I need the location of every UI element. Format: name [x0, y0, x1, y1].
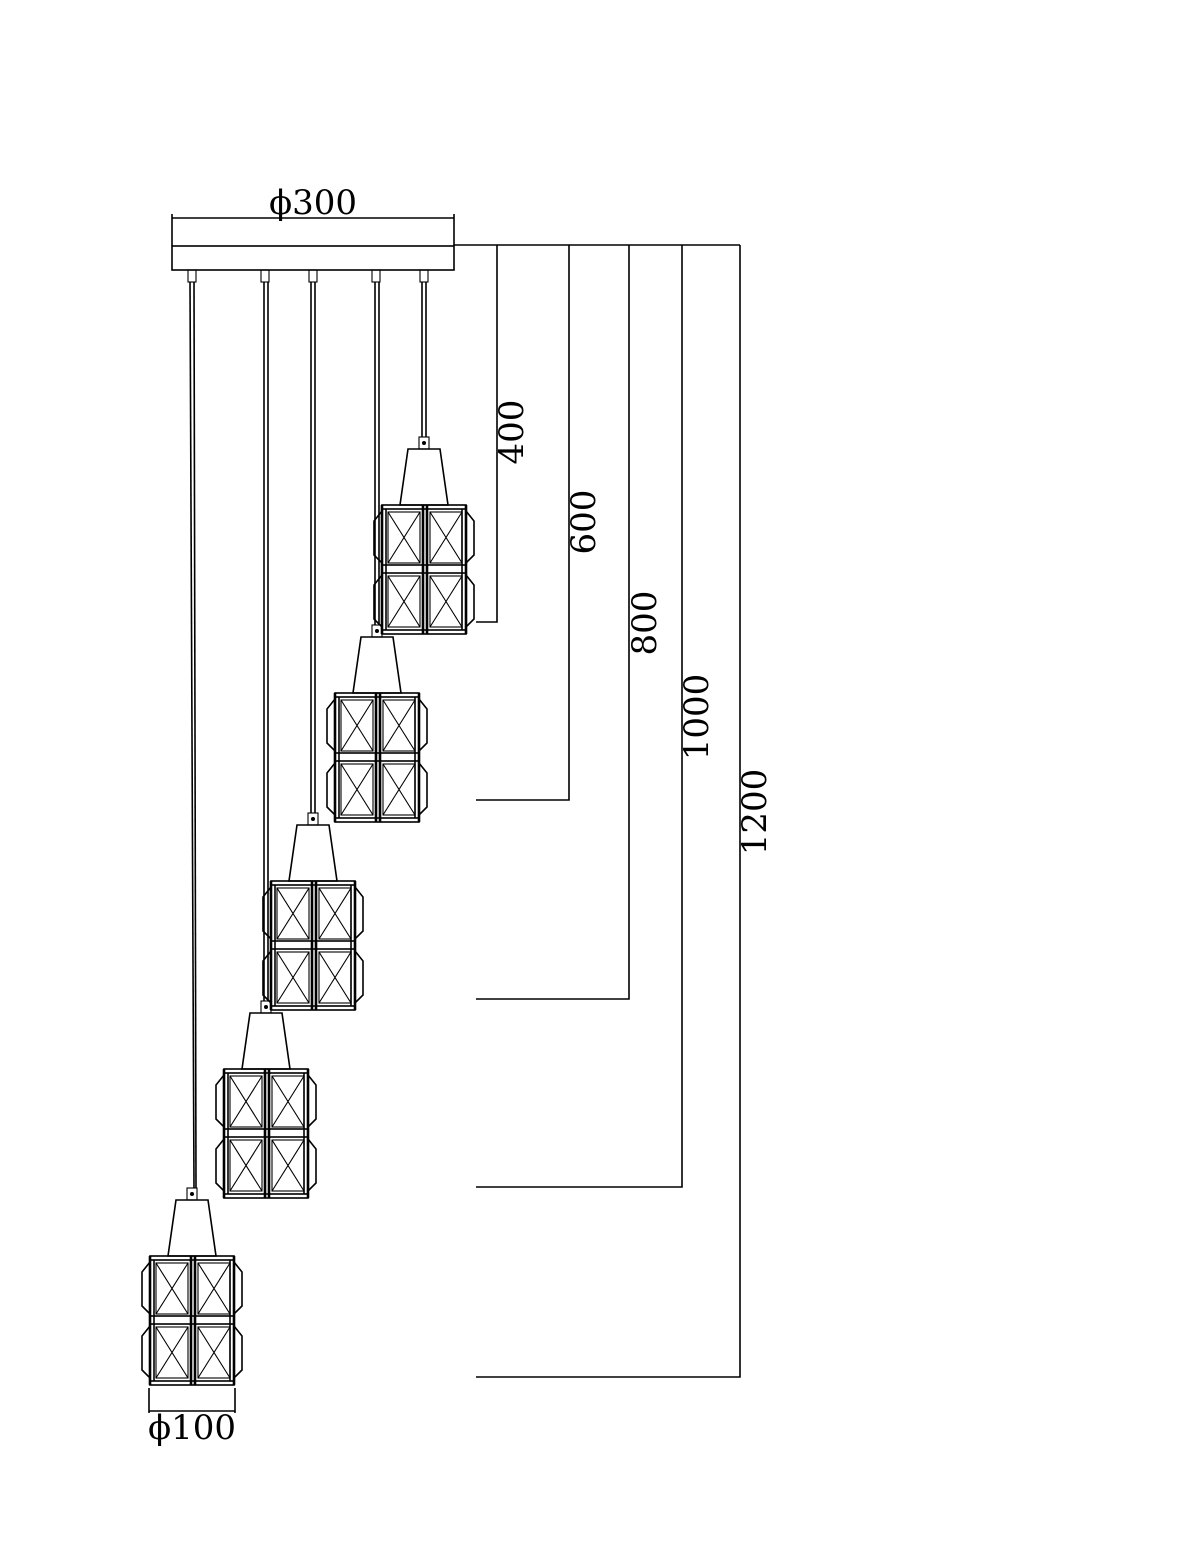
- drop-label-800: 800: [625, 591, 665, 656]
- drop-label-600: 600: [564, 490, 604, 555]
- drop-dimension-lines: [454, 244, 741, 1378]
- drop-label-1200: 1200: [735, 769, 775, 856]
- shade-diameter-dimension: [148, 1388, 236, 1413]
- pendant-shade: [325, 623, 429, 824]
- pendant-shade: [372, 435, 476, 636]
- pendant-shade: [261, 811, 365, 1012]
- shade-diameter-label: ϕ100: [148, 1408, 236, 1448]
- drop-label-400: 400: [492, 400, 532, 465]
- drop-label-1000: 1000: [677, 674, 717, 761]
- canopy-diameter-label: ϕ300: [269, 183, 357, 223]
- pendant-shade: [140, 1186, 244, 1387]
- suspension-cables: [187, 269, 429, 1189]
- pendant-shade: [214, 999, 318, 1200]
